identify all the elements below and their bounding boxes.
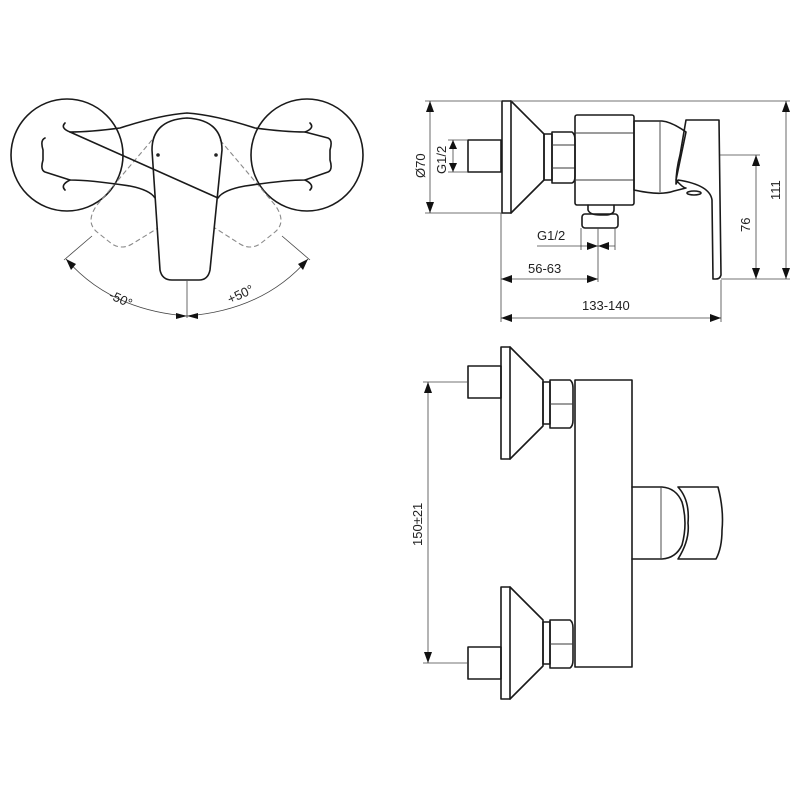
top-hex-nut — [549, 379, 574, 429]
front-mixer-body — [574, 379, 633, 668]
top-flange-plate — [500, 346, 511, 460]
body-bar — [41, 112, 332, 199]
lever-screw-right — [214, 153, 218, 157]
top-view: -50° +50° — [10, 98, 364, 319]
projection-label: 133-140 — [582, 298, 630, 313]
left-nut — [62, 122, 71, 191]
flange-cone — [510, 100, 545, 214]
front-lever — [677, 486, 724, 560]
top-flange-cone — [509, 346, 544, 460]
cartridge — [633, 120, 687, 195]
hex-nut — [551, 131, 576, 184]
outlet-thread-label: G1/2 — [537, 228, 565, 243]
outlet-thread — [581, 213, 619, 229]
lever-height-label: 76 — [738, 218, 753, 232]
top-inlet-stub — [467, 365, 502, 399]
lever-handle — [151, 117, 223, 281]
bottom-inlet-stub — [467, 646, 502, 680]
bottom-flange-plate — [500, 586, 511, 700]
lever-left-hidden-outline — [90, 139, 159, 248]
lever-right-hidden-outline — [214, 139, 282, 248]
inlet-thread-label: G1/2 — [434, 146, 449, 174]
right-flange-circle — [250, 98, 364, 212]
mixer-body — [574, 114, 635, 206]
bottom-hex-nut — [549, 619, 574, 669]
right-nut — [304, 122, 313, 191]
flange-diameter-label: Ø70 — [413, 153, 428, 178]
outlet-offset-label: 56-63 — [528, 261, 561, 276]
lever-screw-left — [156, 153, 160, 157]
side-view: Ø70 G1/2 G1/2 56-63 133-140 76 — [413, 100, 790, 322]
front-cartridge — [631, 486, 686, 560]
overall-height-label: 111 — [768, 180, 783, 200]
front-view: 150±21 — [410, 346, 724, 700]
outlet-neck — [587, 204, 615, 216]
inlet-centers-label: 150±21 — [410, 503, 425, 546]
left-flange-circle — [10, 98, 124, 212]
angle-left-label: -50° — [107, 287, 135, 311]
inlet-stub — [467, 139, 502, 173]
flange-plate — [501, 100, 512, 214]
angle-right-label: +50° — [225, 282, 256, 307]
side-lever — [675, 119, 722, 280]
bottom-flange-cone — [509, 586, 544, 700]
